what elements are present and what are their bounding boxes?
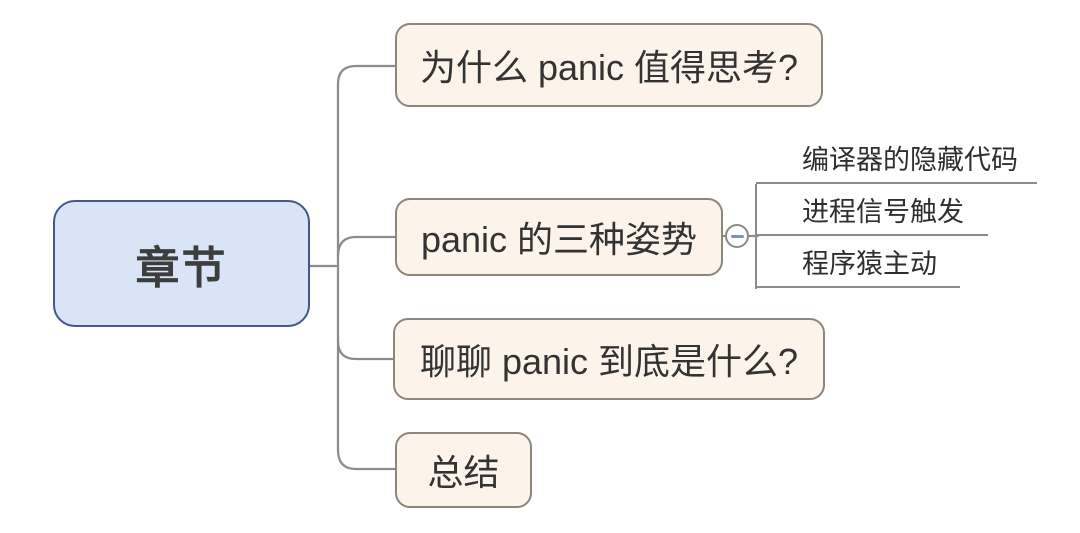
- minus-icon: [730, 234, 744, 238]
- subtopic-trunk-line: [755, 184, 757, 289]
- branch-2-line: [336, 235, 399, 258]
- subtopic-label: 程序猿主动: [802, 249, 937, 279]
- trunk-branch-1-4-line: [336, 64, 400, 471]
- topic-node-why-panic[interactable]: 为什么 panic 值得思考?: [395, 23, 823, 107]
- topic-node-summary[interactable]: 总结: [395, 432, 532, 508]
- subtopic-node-programmer-initiative[interactable]: 程序猿主动: [756, 247, 960, 288]
- branch-3-line: [336, 339, 397, 361]
- topic-label: 聊聊 panic 到底是什么?: [419, 341, 799, 382]
- topic-label: 为什么 panic 值得思考?: [419, 47, 799, 88]
- topic-node-panic-three-ways[interactable]: panic 的三种姿势: [395, 198, 723, 276]
- root-topic-label: 章节: [135, 243, 228, 293]
- subtopic-node-compiler-hidden-code[interactable]: 编译器的隐藏代码: [756, 143, 1037, 184]
- topic-node-what-is-panic[interactable]: 聊聊 panic 到底是什么?: [393, 318, 825, 400]
- subtopic-label: 编译器的隐藏代码: [802, 145, 1018, 175]
- topic-label: panic 的三种姿势: [420, 219, 698, 260]
- collapse-toggle-button[interactable]: [725, 224, 749, 248]
- subtopic-label: 进程信号触发: [802, 197, 964, 227]
- root-topic-node[interactable]: 章节: [53, 200, 310, 327]
- subtopic-node-process-signal[interactable]: 进程信号触发: [756, 195, 988, 236]
- topic-label: 总结: [427, 452, 500, 493]
